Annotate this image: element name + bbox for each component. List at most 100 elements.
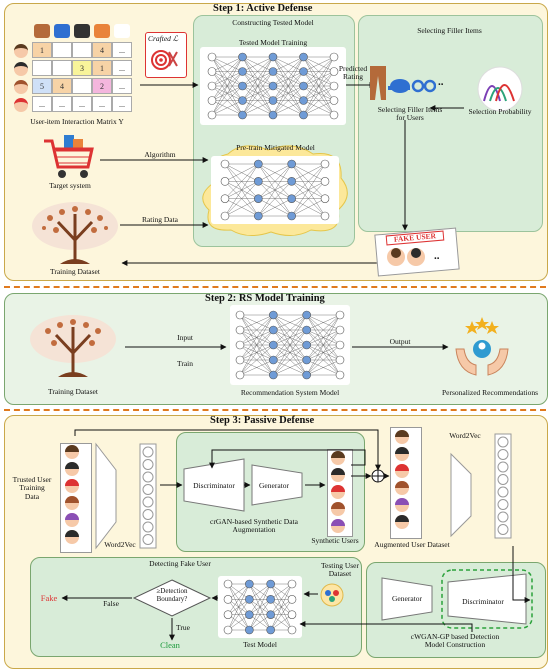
nn-edge — [291, 163, 326, 217]
training-dataset-tree-icon — [32, 202, 118, 264]
nn-node — [335, 325, 345, 335]
nn-edge — [258, 198, 292, 217]
nn-edge — [270, 583, 293, 631]
step1-title: Step 1: Active Defense — [213, 3, 313, 14]
user-avatar-hair — [65, 496, 79, 503]
nn-edge — [303, 85, 335, 116]
train-label: Train — [177, 359, 193, 368]
personalized-recommendations-icon — [455, 317, 509, 376]
matrix-item-icon — [114, 24, 130, 38]
nn-node — [220, 177, 230, 186]
nn-edge — [211, 71, 243, 116]
nn-node — [329, 96, 339, 105]
nn-node — [302, 340, 311, 350]
word2vec-node — [142, 459, 154, 470]
matrix-cell: ... — [52, 96, 72, 112]
nn-node — [287, 177, 296, 186]
false-label: False — [103, 599, 119, 608]
selection-probability-label: Selection Probability — [468, 107, 532, 116]
nn-edge — [306, 359, 341, 376]
nn-node — [269, 310, 278, 320]
separator-1 — [4, 286, 546, 288]
nn-edge — [270, 583, 293, 615]
nn-node — [207, 52, 217, 62]
nn-edge — [258, 163, 292, 182]
nn-node — [299, 110, 308, 120]
nn-node — [299, 67, 308, 76]
matrix-cell: ... — [32, 96, 52, 112]
word2vec-node — [142, 509, 154, 520]
word2vec-node — [142, 496, 154, 508]
filler-ellipsis: .. — [438, 76, 444, 88]
nn-node — [223, 595, 233, 604]
nn-node — [266, 579, 275, 589]
detection-diamond — [132, 579, 212, 617]
nn-edge — [227, 583, 250, 600]
nn-node — [268, 96, 278, 105]
detecting-panel — [30, 557, 362, 657]
matrix-cell: 1 — [32, 42, 52, 58]
nn-node — [329, 110, 339, 120]
nn-edge — [242, 56, 274, 101]
matrix-cell: ... — [112, 42, 132, 58]
nn-node — [335, 340, 345, 350]
nn-node — [223, 610, 233, 619]
user-avatar-hair — [395, 515, 409, 522]
matrix-cell: ... — [72, 96, 92, 112]
nn-edge — [227, 583, 250, 631]
nn-edge — [273, 329, 307, 376]
nn-edge — [239, 344, 274, 376]
matrix-label: User-item Interaction Matrix Y — [30, 117, 124, 126]
trusted-user-avatars — [65, 445, 79, 544]
nn-edge — [211, 56, 243, 101]
user-avatar-hair — [65, 479, 79, 486]
nn-node — [269, 325, 278, 335]
user-avatar-hair — [65, 445, 79, 452]
user-avatar-hair — [65, 530, 79, 537]
word2vec-node — [497, 499, 509, 510]
matrix-cell: 2 — [92, 78, 112, 94]
user-avatar-hair — [331, 519, 345, 526]
user-avatar-hair — [331, 502, 345, 509]
nn-node — [302, 370, 311, 380]
nn-node — [335, 370, 345, 380]
selection-probability-icon — [477, 66, 523, 112]
nn-node — [207, 110, 217, 120]
augmented-user-avatars — [395, 430, 409, 529]
nn-edge — [239, 314, 274, 346]
nn-node — [268, 81, 278, 91]
nn-node — [287, 610, 297, 619]
word2vec-node — [142, 484, 154, 495]
clean-label: Clean — [160, 640, 180, 650]
nn-edge — [306, 329, 341, 376]
pretrain-label: Pre-train Mitigated Model — [236, 143, 315, 152]
nn-edge — [242, 100, 274, 116]
nn-node — [245, 610, 254, 619]
nn-node — [320, 177, 330, 186]
matrix-cell: ... — [112, 60, 132, 76]
nn-edge — [242, 56, 274, 72]
nn-node — [320, 211, 330, 221]
nn-edge — [272, 56, 304, 101]
matrix-cell: ... — [112, 78, 132, 94]
cwgan-blocks — [381, 569, 533, 629]
nn-node — [268, 67, 278, 76]
nn-edge — [249, 599, 271, 631]
word2vec-node — [142, 521, 154, 533]
nn-edge — [211, 85, 243, 116]
tested-model-network — [200, 47, 346, 125]
nn-node — [329, 81, 339, 91]
nn-node — [235, 310, 245, 320]
nn-edge — [270, 583, 293, 600]
test-model-network — [218, 576, 302, 638]
nn-node — [266, 595, 275, 604]
test-model-label: Test Model — [243, 640, 277, 649]
matrix-cell: 5 — [32, 78, 52, 94]
nn-node — [254, 159, 263, 169]
word2vec-left — [95, 442, 157, 550]
nn-edge — [273, 359, 307, 376]
fake-user-ellipsis: .. — [434, 250, 440, 262]
